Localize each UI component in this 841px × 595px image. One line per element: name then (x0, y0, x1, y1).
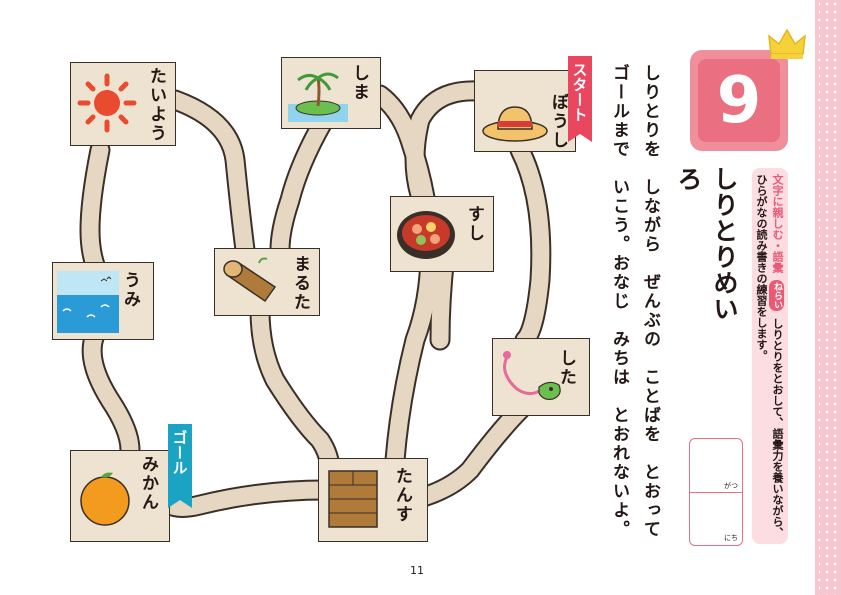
aim-text-2: ひらがなの読み書きの練習をします。 (755, 174, 768, 361)
tile-mikan[interactable]: みかん (70, 450, 170, 542)
word-maruta: まるた (290, 255, 310, 312)
tile-shima[interactable]: しま (281, 57, 381, 129)
tile-taiyou[interactable]: たいよう (70, 62, 176, 146)
word-umi: うみ (120, 271, 140, 309)
chest-of-drawers-icon (328, 470, 378, 528)
word-shima: しま (349, 64, 369, 102)
page-title: しりとりめいろ (674, 166, 739, 322)
word-taiyou: たいよう (146, 67, 166, 143)
aim-box: 文字に親しむ・語彙 ねらい しりとりをとおして、語彙力を養いながら、 ひらがなの… (752, 168, 788, 544)
sea-icon (57, 271, 119, 333)
lesson-number: 9 (716, 63, 762, 138)
maze-map (79, 80, 552, 518)
start-flag-tail (568, 128, 592, 142)
goal-flag: ゴール (168, 424, 192, 494)
instruction-line-1: しりとりを しながら ぜんぶの ことばを とおって (640, 64, 660, 539)
aim-heading: 文字に親しむ・語彙 (771, 174, 784, 273)
tile-tansu[interactable]: たんす (318, 458, 428, 542)
start-flag: スタート (568, 56, 592, 128)
day-label: にち (724, 534, 738, 542)
goal-flag-tail (168, 494, 192, 508)
date-box[interactable]: がつ にち (689, 438, 743, 546)
strip-scallop-edge (815, 0, 819, 595)
page-number: 11 (410, 564, 424, 577)
orange-icon (80, 472, 130, 526)
crown-icon (768, 28, 806, 59)
word-sushi: すし (464, 205, 484, 243)
instruction-line-2: ゴールまで いこう。おなじ みちは とおれないよ。 (609, 64, 629, 539)
chameleon-icon (503, 351, 561, 400)
island-icon (288, 72, 348, 122)
word-boushi: ぼうし (548, 93, 568, 150)
tile-sushi[interactable]: すし (390, 196, 494, 272)
decorative-strip (815, 0, 841, 595)
word-mikan: みかん (138, 455, 158, 512)
word-tansu: たんす (392, 467, 412, 524)
log-icon (223, 257, 277, 303)
sun-icon (77, 73, 137, 133)
tile-umi[interactable]: うみ (52, 262, 154, 340)
sushi-icon (397, 211, 455, 259)
aim-tag: ねらい (769, 279, 784, 311)
instruction-text: しりとりを しながら ぜんぶの ことばを とおって ゴールまで いこう。おなじ … (603, 64, 665, 554)
word-shita: した (556, 349, 576, 387)
aim-text-1: しりとりをとおして、語彙力を養いながら、 (771, 317, 784, 538)
month-label: がつ (724, 482, 738, 490)
tile-maruta[interactable]: まるた (214, 248, 320, 316)
lesson-number-badge: 9 (690, 50, 788, 151)
tile-boushi[interactable]: ぼうし (474, 70, 576, 152)
straw-hat-icon (482, 106, 548, 142)
tile-shita[interactable]: した (492, 338, 590, 416)
